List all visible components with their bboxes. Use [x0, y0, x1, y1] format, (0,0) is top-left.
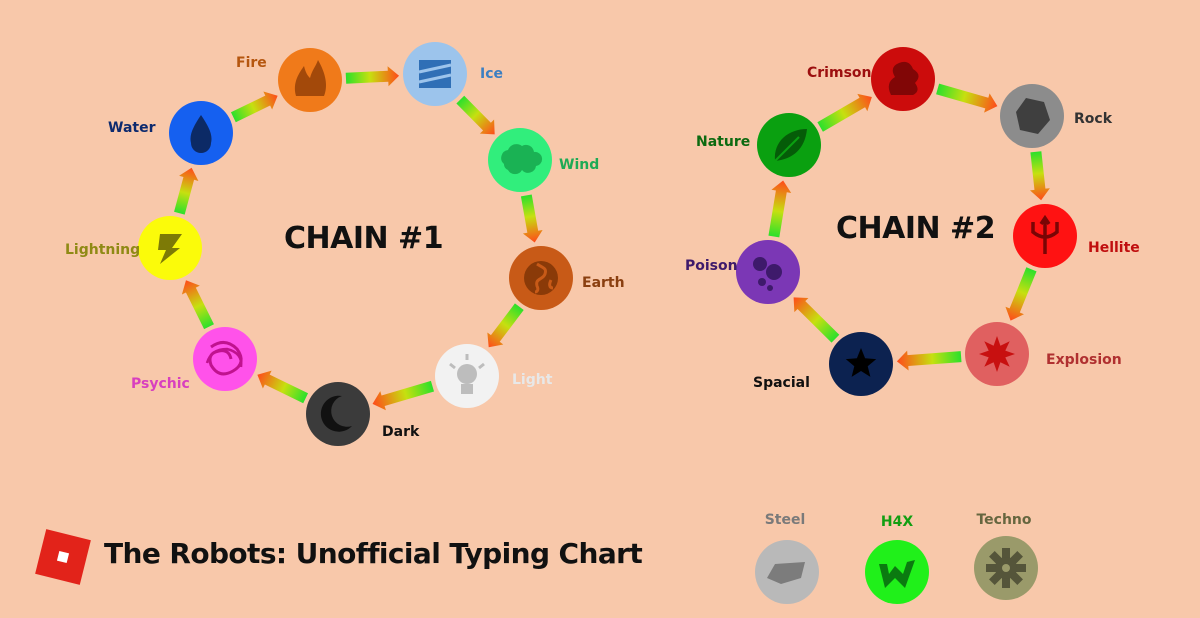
- arrow: [174, 167, 199, 215]
- chain2-node-nature: [757, 113, 821, 177]
- chain2-node-hellite: [1013, 204, 1077, 268]
- chain1-node-psychic: [193, 327, 257, 391]
- chain2-node-explosion: [965, 322, 1029, 386]
- chain2-label-crimson: Crimson: [807, 65, 872, 81]
- arrow: [372, 380, 435, 411]
- arrow: [817, 93, 872, 132]
- chain2-label-rock: Rock: [1074, 111, 1113, 127]
- gear-icon: [986, 548, 1026, 588]
- chain1-label-light: Light: [512, 372, 553, 388]
- trident-icon: [1031, 214, 1059, 254]
- standalone-node-steel: [755, 540, 819, 604]
- water-drop-icon: [190, 115, 212, 153]
- chart-title: The Robots: Unofficial Typing Chart: [104, 537, 643, 570]
- globe-icon: [524, 261, 558, 295]
- chain2-node-poison: [736, 240, 800, 304]
- node-layer: [138, 42, 1077, 604]
- ice-block-icon: [418, 60, 452, 88]
- chain1-label-water: Water: [108, 120, 156, 136]
- chain2-node-spacial: [829, 332, 893, 396]
- steel-ingot-icon: [767, 562, 805, 584]
- standalone-label-steel: Steel: [764, 512, 806, 528]
- arrow: [230, 91, 278, 123]
- star-icon: [845, 348, 877, 377]
- arrow: [1005, 267, 1037, 321]
- standalone-node-techno: [974, 536, 1038, 600]
- poison-bubbles-icon: [753, 257, 782, 291]
- chain1-label-wind: Wind: [559, 157, 600, 173]
- chain2-node-crimson: [871, 47, 935, 111]
- arrow: [456, 95, 495, 135]
- arrow: [793, 297, 840, 343]
- chain1-label-earth: Earth: [582, 275, 625, 291]
- lightbulb-icon: [449, 354, 485, 394]
- arrow: [181, 280, 214, 330]
- chain1-node-fire: [278, 48, 342, 112]
- arrow: [487, 303, 524, 348]
- chain1-label-lightning: Lightning: [65, 242, 141, 258]
- crimson-blob-icon: [888, 61, 919, 95]
- arrow-layer: [174, 66, 1050, 411]
- arrow: [345, 66, 400, 87]
- chain1-node-light: [435, 344, 499, 408]
- standalone-label-techno: Techno: [976, 512, 1032, 528]
- chain1-label-ice: Ice: [480, 66, 504, 82]
- chain1-label-psychic: Psychic: [131, 376, 190, 392]
- cloud-icon: [501, 144, 543, 175]
- arrow: [520, 194, 543, 243]
- chain1-node-lightning: [138, 216, 202, 280]
- explosion-icon: [979, 336, 1015, 372]
- chain-2-title: CHAIN #2: [836, 211, 996, 246]
- chain1-label-dark: Dark: [382, 424, 420, 440]
- lightning-bolt-icon: [158, 234, 182, 264]
- arrow: [768, 180, 792, 238]
- chain2-label-poison: Poison: [685, 258, 738, 274]
- standalone-label-h4x: H4X: [880, 514, 914, 530]
- chain-1-title: CHAIN #1: [284, 221, 444, 256]
- chain1-node-earth: [509, 246, 573, 310]
- h4x-w-icon: [879, 560, 915, 588]
- leaf-icon: [774, 129, 807, 162]
- chain1-label-fire: Fire: [236, 55, 267, 71]
- chain2-label-hellite: Hellite: [1088, 240, 1140, 256]
- arrow: [936, 83, 998, 113]
- roblox-logo: [35, 529, 91, 585]
- rock-icon: [1016, 98, 1050, 134]
- standalone-node-h4x: [865, 540, 929, 604]
- chain2-label-nature: Nature: [696, 134, 751, 150]
- arrow: [896, 350, 962, 371]
- chain1-node-water: [169, 101, 233, 165]
- chain2-label-spacial: Spacial: [753, 375, 810, 391]
- chain1-node-wind: [488, 128, 552, 192]
- chain2-label-explosion: Explosion: [1046, 352, 1122, 368]
- moon-icon: [320, 395, 352, 432]
- chain2-node-rock: [1000, 84, 1064, 148]
- arrow: [257, 370, 309, 404]
- flame-icon: [294, 60, 326, 96]
- psychic-swirl-icon: [205, 341, 243, 376]
- chain1-node-dark: [306, 382, 370, 446]
- arrow: [1029, 151, 1050, 201]
- chain1-node-ice: [403, 42, 467, 106]
